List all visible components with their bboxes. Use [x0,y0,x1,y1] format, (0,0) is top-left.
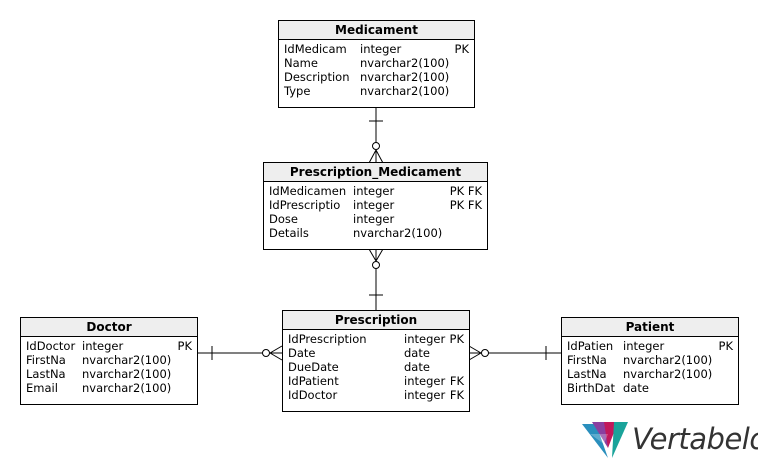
column-key: PK [449,332,464,346]
entity-title: Prescription [283,311,469,330]
column-row: IdMedicamen integer PK FK [269,184,482,198]
column-type: integer [404,374,446,388]
entity-title: Doctor [21,318,197,337]
column-type: nvarchar2(100) [82,381,172,395]
column-row: IdPrescriptio integer PK FK [269,198,482,212]
column-row: FirstNa nvarchar2(100) [567,353,733,367]
column-name: Name [284,56,318,70]
column-row: LastNa nvarchar2(100) [567,367,733,381]
column-row: Name nvarchar2(100) [284,56,469,70]
column-row: LastNa nvarchar2(100) [26,367,192,381]
column-name: Date [288,346,316,360]
column-key: FK [449,374,464,388]
column-name: BirthDat [567,381,616,395]
entity-columns: IdMedicamen integer PK FK IdPrescriptio … [264,182,487,242]
column-row: Description nvarchar2(100) [284,70,469,84]
column-row: Type nvarchar2(100) [284,84,469,98]
column-name: Dose [269,212,298,226]
entity-title: Medicament [279,21,474,40]
column-key: PK FK [449,198,482,212]
column-name: FirstNa [26,353,66,367]
column-name: IdPrescriptio [269,198,341,212]
column-row: FirstNa nvarchar2(100) [26,353,192,367]
entity-title: Prescription_Medicament [264,163,487,182]
column-name: IdDoctor [26,339,76,353]
column-type: integer [353,212,395,226]
column-name: Description [284,70,350,84]
entity-patient[interactable]: Patient IdPatien integer PK FirstNa nvar… [561,317,739,405]
column-row: IdPatien integer PK [567,339,733,353]
entity-doctor[interactable]: Doctor IdDoctor integer PK FirstNa nvarc… [20,317,198,405]
entity-prescription-medicament[interactable]: Prescription_Medicament IdMedicamen inte… [263,162,488,250]
column-name: FirstNa [567,353,607,367]
column-name: IdPrescription [288,332,367,346]
column-type: nvarchar2(100) [82,367,172,381]
vertabelo-logo-icon [582,422,628,458]
entity-columns: IdPatien integer PK FirstNa nvarchar2(10… [562,337,738,397]
column-row: IdMedicam integer PK [284,42,469,56]
entity-prescription[interactable]: Prescription IdPrescription integer PK D… [282,310,470,412]
column-row: Email nvarchar2(100) [26,381,192,395]
column-type: integer [353,184,395,198]
column-type: integer [82,339,124,353]
column-name: Email [26,381,58,395]
column-type: nvarchar2(100) [82,353,172,367]
column-row: Dose integer [269,212,482,226]
column-name: LastNa [567,367,607,381]
column-key: PK [454,42,469,56]
entity-columns: IdDoctor integer PK FirstNa nvarchar2(10… [21,337,197,397]
column-type: date [404,360,430,374]
column-type: nvarchar2(100) [360,56,450,70]
entity-columns: IdMedicam integer PK Name nvarchar2(100)… [279,40,474,100]
column-type: nvarchar2(100) [360,70,450,84]
column-type: nvarchar2(100) [360,84,450,98]
column-type: nvarchar2(100) [353,226,443,240]
column-name: IdMedicam [284,42,347,56]
column-type: integer [404,388,446,402]
relationship-doctor-prescription [197,345,283,361]
entity-medicament[interactable]: Medicament IdMedicam integer PK Name nva… [278,20,475,108]
column-name: DueDate [288,360,339,374]
column-type: integer [404,332,446,346]
column-key: PK [718,339,733,353]
column-name: Details [269,226,309,240]
column-key: PK FK [449,184,482,198]
column-name: LastNa [26,367,66,381]
column-type: integer [353,198,395,212]
column-type: nvarchar2(100) [623,353,713,367]
column-name: IdMedicamen [269,184,347,198]
column-key: PK [177,339,192,353]
column-type: date [404,346,430,360]
column-row: IdDoctor integer PK [26,339,192,353]
column-type: nvarchar2(100) [623,367,713,381]
column-name: IdPatient [288,374,339,388]
relationship-patient-prescription [468,345,561,361]
relationship-medicament-prescription-medicament [368,107,384,164]
column-name: IdDoctor [288,388,338,402]
column-row: BirthDat date [567,381,733,395]
entity-columns: IdPrescription integer PK Date date DueD… [283,330,469,404]
column-type: date [623,381,649,395]
column-key: FK [449,388,464,402]
entity-title: Patient [562,318,738,337]
column-name: IdPatien [567,339,614,353]
column-row: Date date [288,346,464,360]
vertabelo-logo-text: Vertabelo [632,422,758,456]
relationship-prescription-prescription-medicament [368,248,384,311]
column-row: IdPatient integer FK [288,374,464,388]
column-row: Details nvarchar2(100) [269,226,482,240]
column-type: integer [360,42,402,56]
column-row: IdDoctor integer FK [288,388,464,402]
column-type: integer [623,339,665,353]
column-row: IdPrescription integer PK [288,332,464,346]
column-name: Type [284,84,311,98]
column-row: DueDate date [288,360,464,374]
